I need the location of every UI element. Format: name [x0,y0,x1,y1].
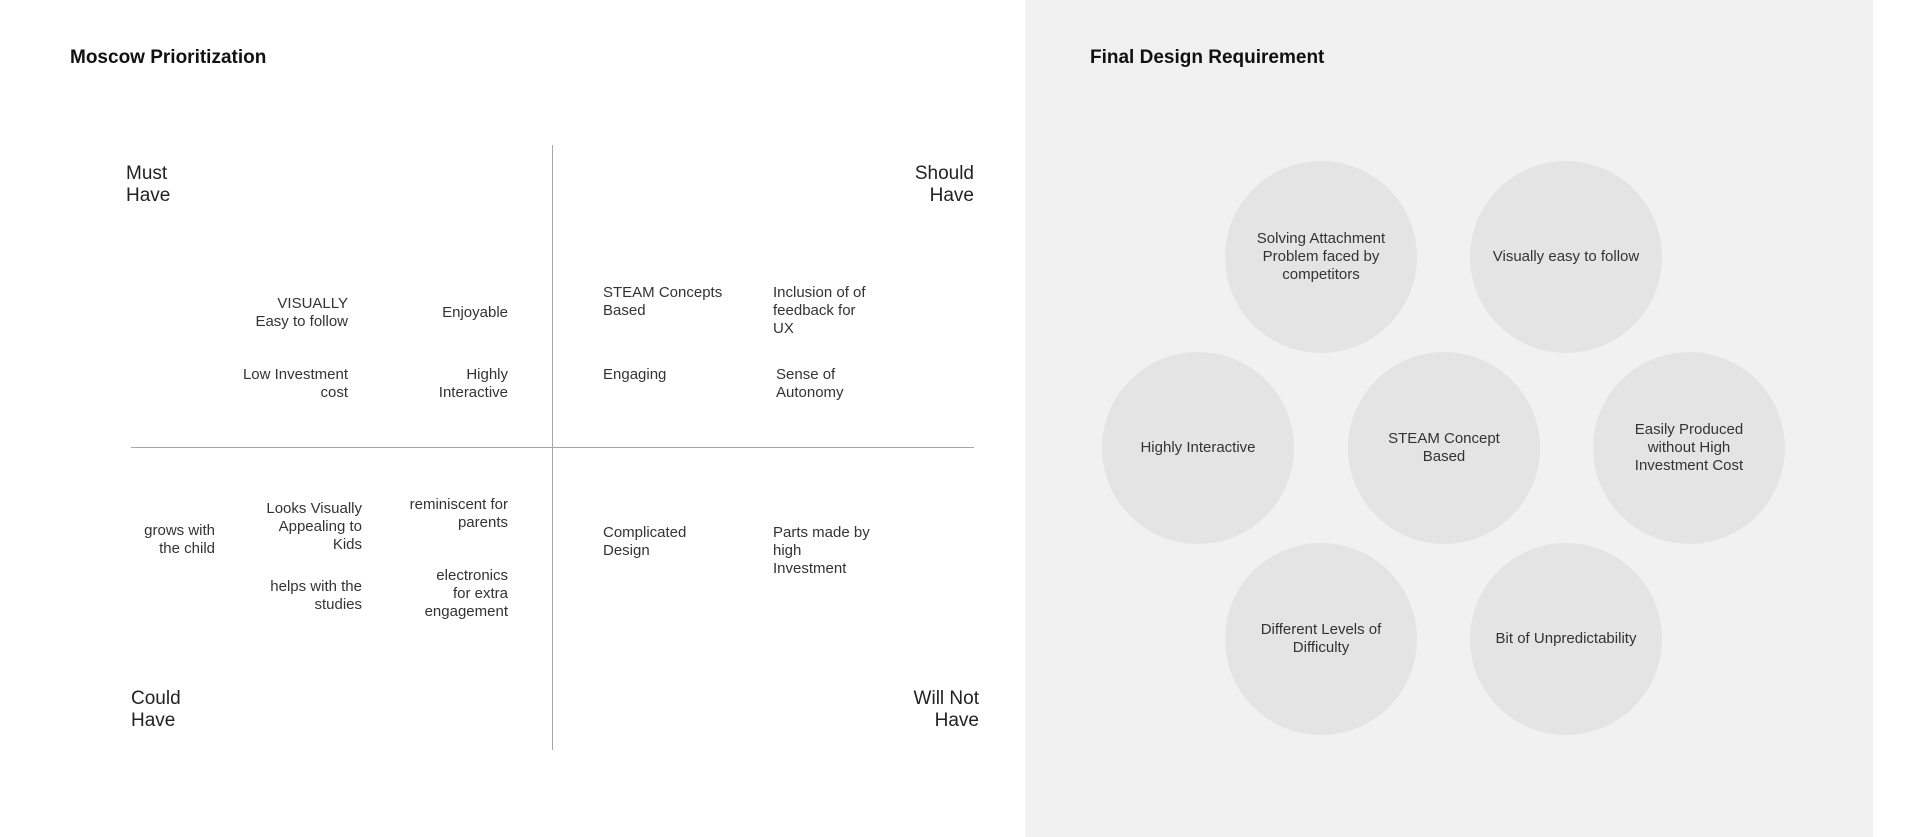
should-item: Inclusion of of feedback for UX [773,284,866,337]
moscow-title: Moscow Prioritization [70,47,267,68]
requirement-circle: Solving Attachment Problem faced by comp… [1225,161,1417,353]
should-item: Sense of Autonomy [776,366,844,401]
requirement-label: Visually easy to follow [1492,248,1640,265]
quadrant-label-should-have: Should Have [914,163,974,206]
must-item: Highly Interactive [438,366,508,401]
requirement-label: Highly Interactive [1140,439,1256,456]
requirement-circle: Visually easy to follow [1470,161,1662,353]
could-item: helps with the studies [270,578,362,613]
requirement-label: Solving Attachment Problem faced by comp… [1256,230,1386,283]
could-item: Looks Visually Appealing to Kids [266,500,362,553]
requirement-circle: Different Levels of Difficulty [1225,543,1417,735]
requirement-label: STEAM Concept Based [1388,430,1500,465]
requirement-circle: Easily Produced without High Investment … [1593,352,1785,544]
should-item: STEAM Concepts Based [603,284,723,319]
could-item: grows with the child [144,522,215,557]
quadrant-label-must-have: Must Have [126,163,171,206]
could-item: electronics for extra engagement [424,567,508,620]
must-item: VISUALLY Easy to follow [255,295,348,330]
will-not-item: Complicated Design [603,524,687,559]
requirement-circle: Highly Interactive [1102,352,1294,544]
requirement-label: Bit of Unpredictability [1495,630,1637,647]
must-item: Low Investment cost [242,366,348,401]
should-item: Engaging [603,366,667,383]
requirement-label: Different Levels of Difficulty [1260,621,1382,656]
requirement-circle: STEAM Concept Based [1348,352,1540,544]
could-item: reminiscent for parents [409,496,508,531]
requirement-label: Easily Produced without High Investment … [1634,421,1744,474]
will-not-item: Parts made by high Investment [773,524,870,577]
quadrant-label-will-not-have: Will Not Have [913,688,979,731]
quadrant-label-could-have: Could Have [131,688,181,731]
must-item: Enjoyable [442,304,508,321]
horizontal-axis-line [131,447,974,448]
requirement-circle: Bit of Unpredictability [1470,543,1662,735]
final-requirements-title: Final Design Requirement [1090,47,1325,68]
